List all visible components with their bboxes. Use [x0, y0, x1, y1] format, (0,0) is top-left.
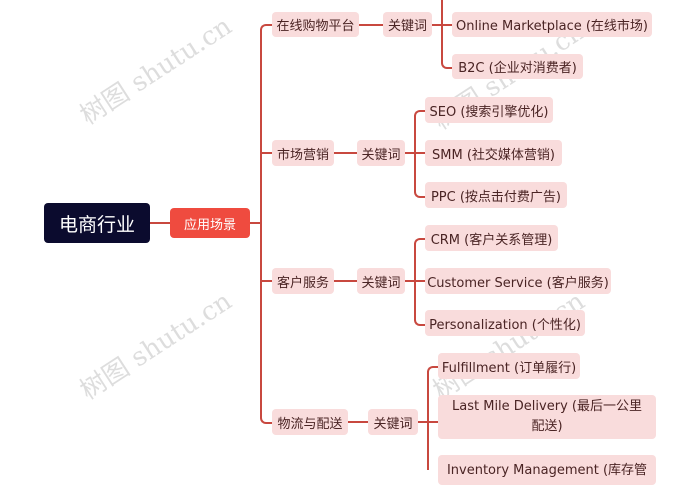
connector-line [414, 246, 416, 316]
connector-line [414, 110, 427, 122]
branch-label: 在线购物平台 [276, 19, 355, 34]
mind-map-canvas: 树图 shutu.cn 树图 shutu.cn 树图 shutu.cn 树图 s… [44, 0, 656, 485]
leaf-node[interactable]: CRM (客户关系管理) [425, 225, 558, 251]
connector-line [427, 374, 429, 470]
connector-line [414, 186, 427, 198]
keyword-label: 关键词 [361, 275, 401, 291]
connector-line [414, 238, 427, 250]
connector-line [334, 152, 357, 154]
connector-line [260, 24, 272, 36]
connector-line [441, 0, 443, 62]
keyword-node[interactable]: 关键词 [368, 409, 418, 435]
keyword-node[interactable]: 关键词 [357, 268, 405, 294]
category-node-label: 应用场景 [183, 217, 236, 233]
connector-line [260, 32, 262, 416]
leaf-node[interactable]: Personalization (个性化) [425, 310, 585, 336]
connector-line [150, 222, 170, 224]
leaf-node[interactable]: SEO (搜索引擎优化) [425, 97, 553, 123]
watermark: 树图 shutu.cn [75, 11, 238, 132]
connector-line [414, 118, 416, 188]
leaf-label: CRM (客户关系管理) [430, 232, 553, 248]
connector-line [250, 222, 261, 224]
leaf-node[interactable]: Customer Service (客户服务) [425, 268, 611, 294]
keyword-label: 关键词 [373, 416, 413, 432]
root-node[interactable]: 电商行业 [44, 203, 150, 243]
connector-line [260, 412, 272, 424]
connector-line [441, 58, 452, 69]
branch-node-online-shopping[interactable]: 在线购物平台 [272, 12, 359, 37]
leaf-label: Last Mile Delivery (最后一公里配送) [452, 399, 642, 434]
connector-line [261, 280, 272, 282]
root-node-label: 电商行业 [58, 213, 135, 236]
connector-line [261, 152, 272, 154]
leaf-node[interactable]: Last Mile Delivery (最后一公里配送) [438, 395, 656, 439]
connector-line [427, 366, 440, 378]
leaf-node[interactable]: PPC (按点击付费广告) [425, 182, 567, 208]
connector-line [334, 280, 357, 282]
connector-line [359, 24, 383, 26]
leaf-label: Customer Service (客户服务) [427, 275, 609, 291]
leaf-node[interactable]: Inventory Management (库存管 [438, 455, 656, 485]
connector-line [348, 421, 368, 423]
leaf-node[interactable]: Fulfillment (订单履行) [438, 353, 580, 379]
leaf-label: SEO (搜索引擎优化) [429, 104, 549, 120]
leaf-label: Personalization (个性化) [429, 317, 581, 333]
keyword-label: 关键词 [387, 19, 427, 34]
keyword-node[interactable]: 关键词 [383, 12, 432, 37]
watermark: 树图 shutu.cn [428, 286, 591, 407]
keyword-node[interactable]: 关键词 [357, 140, 405, 166]
branch-node-logistics[interactable]: 物流与配送 [272, 409, 348, 435]
leaf-label: PPC (按点击付费广告) [430, 189, 562, 205]
branch-label: 物流与配送 [277, 416, 343, 432]
leaf-label: Online Marketplace (在线市场) [455, 19, 648, 34]
leaf-label: Fulfillment (订单履行) [441, 360, 577, 376]
connector-line [414, 314, 427, 326]
leaf-label: B2C (企业对消费者) [458, 61, 577, 76]
leaf-node[interactable]: Online Marketplace (在线市场) [452, 12, 652, 37]
leaf-node[interactable]: B2C (企业对消费者) [452, 54, 583, 79]
leaf-node[interactable]: SMM (社交媒体营销) [425, 140, 562, 166]
keyword-label: 关键词 [361, 147, 401, 163]
branch-label: 客户服务 [276, 275, 329, 291]
category-node[interactable]: 应用场景 [170, 208, 250, 238]
leaf-label: SMM (社交媒体营销) [432, 147, 555, 163]
branch-node-customer-service[interactable]: 客户服务 [272, 268, 334, 294]
branch-label: 市场营销 [276, 147, 329, 163]
branch-node-marketing[interactable]: 市场营销 [272, 140, 334, 166]
watermark: 树图 shutu.cn [75, 286, 238, 407]
leaf-label: Inventory Management (库存管 [446, 463, 648, 478]
